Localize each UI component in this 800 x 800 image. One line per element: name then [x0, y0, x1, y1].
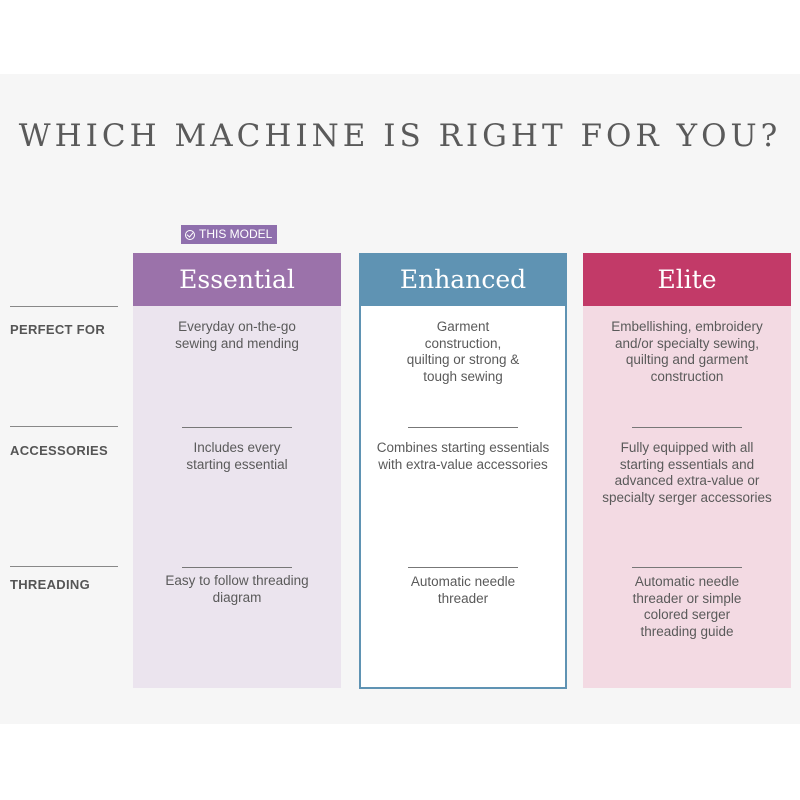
badge-label: THIS MODEL — [199, 227, 273, 241]
row-label-threading: THREADING — [10, 577, 90, 592]
cell-divider — [182, 567, 292, 568]
row-label-perfect-for: PERFECT FOR — [10, 322, 106, 337]
column-essential: Essential Everyday on-the-go sewing and … — [133, 253, 341, 688]
cell-divider — [408, 427, 518, 428]
cell-divider — [632, 427, 742, 428]
column-header-essential: Essential — [133, 253, 341, 306]
page-title: WHICH MACHINE IS RIGHT FOR YOU? — [18, 118, 782, 154]
column-header-elite: Elite — [583, 253, 791, 306]
check-circle-icon — [185, 229, 195, 240]
column-elite: Elite Embellishing, embroidery and/or sp… — [583, 253, 791, 688]
cell-accessories: Includes every starting essential — [186, 440, 288, 472]
cell-accessories: Fully equipped with all starting essenti… — [602, 440, 772, 505]
column-enhanced: Enhanced Garment construction, quilting … — [359, 253, 567, 689]
row-label-accessories: ACCESSORIES — [10, 443, 108, 458]
column-body-essential: Everyday on-the-go sewing and mending In… — [133, 306, 341, 688]
column-header-enhanced: Enhanced — [359, 253, 567, 306]
row-divider — [10, 426, 118, 427]
cell-threading: Easy to follow threading diagram — [165, 573, 309, 605]
cell-threading: Automatic needle threader or simple colo… — [632, 574, 742, 639]
cell-divider — [182, 427, 292, 428]
column-body-elite: Embellishing, embroidery and/or specialt… — [583, 306, 791, 688]
cell-threading: Automatic needle threader — [410, 574, 516, 606]
cell-perfect-for: Embellishing, embroidery and/or specialt… — [611, 319, 763, 384]
column-body-enhanced: Garment construction, quilting or strong… — [359, 306, 567, 689]
cell-divider — [408, 567, 518, 568]
row-divider — [10, 306, 118, 307]
cell-perfect-for: Garment construction, quilting or strong… — [406, 319, 520, 384]
this-model-badge: THIS MODEL — [181, 225, 278, 244]
cell-perfect-for: Everyday on-the-go sewing and mending — [175, 319, 299, 351]
cell-divider — [632, 567, 742, 568]
cell-accessories: Combines starting essentials with extra-… — [376, 440, 550, 472]
row-divider — [10, 566, 118, 567]
